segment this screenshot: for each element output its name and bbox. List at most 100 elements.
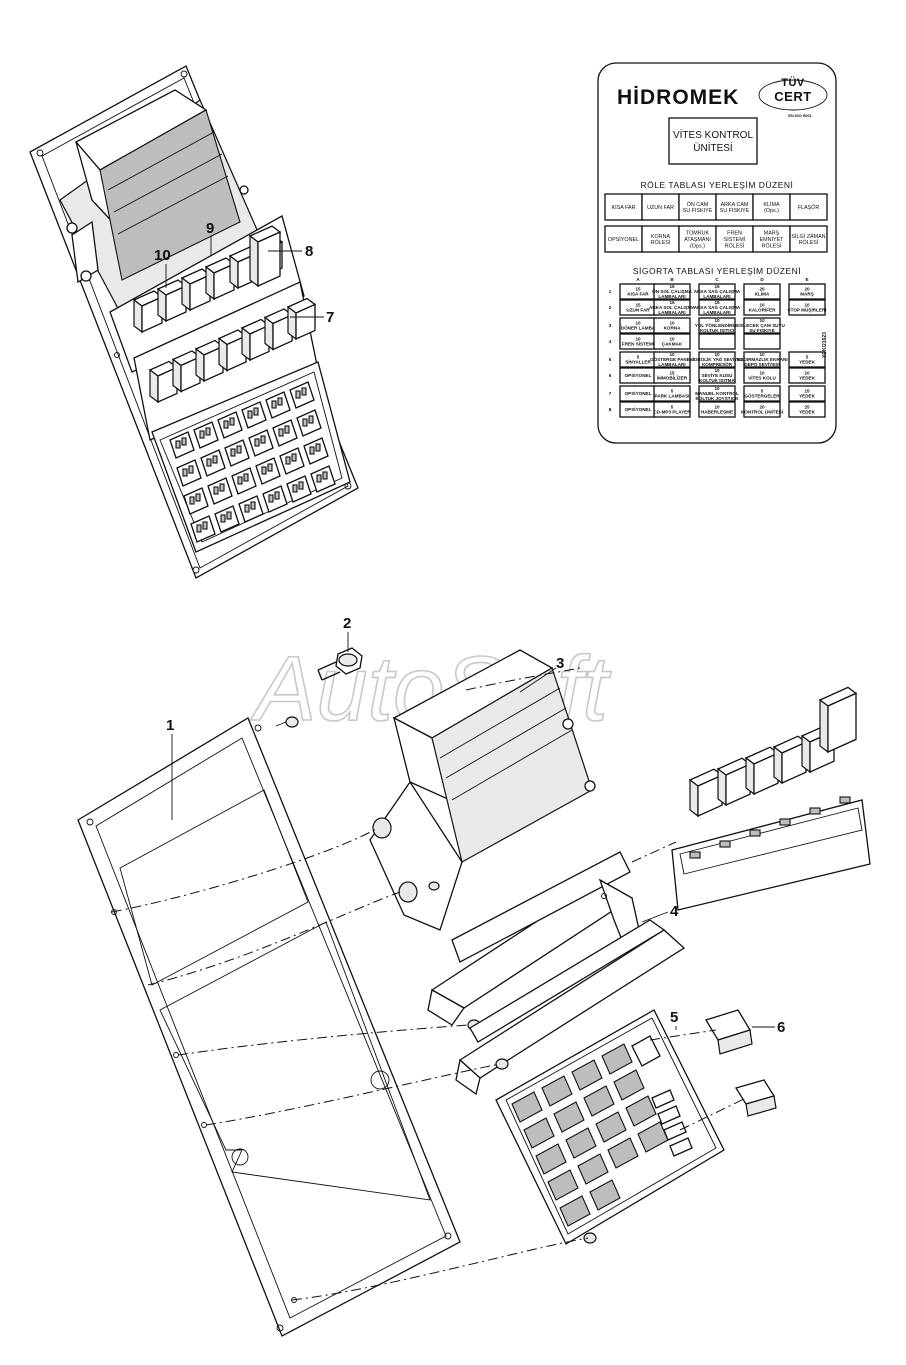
fuse-cell-label: 10 [669,352,675,357]
relay-cell [752,225,791,253]
relay-cell [641,193,680,221]
relay-cell-label: RÖLESİ [725,242,745,249]
assembled-relay [148,360,179,404]
callout-8: 8 [305,243,313,260]
fuse-cell-label: 5 [671,405,674,410]
fuse-cell [788,299,826,316]
fuse-cell [698,299,736,316]
assembled-fuse [296,409,322,437]
relay-socket-pin [839,796,851,804]
fuse-slot [523,1117,555,1149]
fuse-cell-label: ARKA SOL ÇALIŞMA [649,305,696,310]
relay-socket-pin [779,818,791,826]
fuse-cell-label: YEDEK [799,394,816,399]
fuse-cell-label: YOL YÖNLENDİRME [695,322,740,328]
fuse-cell-label: SEVİYE KUSU [702,372,734,378]
fuse-slot [511,1091,543,1123]
part-callouts: 1 2 3 4 5 6 7 8 9 10 [154,220,785,1036]
fuse-slot-small [663,1121,687,1141]
fuse-cell-label: LAMBALARI [703,310,730,315]
callout-6: 6 [777,1019,785,1036]
fuse-column-header: D [760,277,764,282]
fuse-row-number: 2 [609,305,612,310]
relay-cell [789,193,828,221]
assembled-fuse [241,401,267,429]
assembled-fuse [176,459,202,487]
assembled-fuse [303,437,329,465]
fuse-cell-label: LAMBALARI [703,294,730,299]
fuse-row-number: 8 [609,407,612,412]
assembled-fuse [193,421,219,449]
fuse-row-number: 4 [609,339,612,344]
fuse-cell [788,385,826,402]
part-2-bolt [317,647,363,681]
exploded-relay [716,757,752,807]
fuse-cell-label: VİTES KOLU [748,375,776,381]
label-card: HİDROMEK TÜV CERT EN ISO 9001 VİTES KONT… [597,62,837,444]
fuse-cell [788,367,826,384]
assembled-fuse [183,487,209,515]
fuse-cell-label: DEPO SEVİYESİ [744,361,779,367]
fuse-cell-label: 20 [759,287,765,292]
fuse-cell-label: 10 [714,352,720,357]
fuse-cell-empty [698,333,736,350]
fuse-cell-label: 10 [804,371,810,376]
fuse-cell-label: 15 [714,284,720,289]
relay-cell-label: ATAŞMANI [684,237,711,243]
fuse-cell-label: 10 [804,303,810,308]
assembled-fuse [214,505,240,533]
fuse-cell [698,385,736,402]
fuse-cell-label: 10 [714,368,720,373]
fuse-cell-label: KOLTUK JOYSTICK [695,396,739,401]
fuse-cell-label: ARKA SAĞ ÇALIŞMA [694,303,741,310]
fuse-cell-label: 15 [669,371,675,376]
relay-layout-title: RÖLE TABLASI YERLEŞİM DÜZENİ [641,180,794,190]
cert-top-text: TÜV [781,76,805,89]
relay-cell-label: KORNA [651,234,671,240]
assembled-fuse [262,485,288,513]
relay-cell-label: (Ops.) [690,243,705,249]
fuse-cell [698,317,736,334]
fuse-cell [788,401,826,418]
fuse-column-header: E [805,277,808,282]
assembled-fuse [279,447,305,475]
relay-cell-label: OPSİYONEL [608,236,639,243]
fuse-cell-label: YEDEK [799,376,816,381]
fuse-cell-label: KISA FAR [627,292,649,297]
relay-cell [715,225,754,253]
assembled-relay [286,297,317,341]
assembled-relay [194,339,225,383]
fuse-slot [583,1085,615,1117]
fuse-cell-label: SİNYALLER [625,359,651,365]
fuse-cell-label: 10 [635,337,641,342]
fuse-cell [743,367,781,384]
fuse-slot-small [657,1105,681,1125]
part-3-control-unit [369,649,596,931]
part-6-fuse-connector [705,1009,777,1117]
fuse-cell-label: 10 [714,318,720,323]
relay-cell-label: RÖLESİ [651,239,671,246]
fuse-cell-label: 15 [635,287,641,292]
part-5-bracket [455,919,686,1096]
fuse-slot [547,1169,579,1201]
fuse-cell-label: STOP MÜŞİRLERİ [788,307,827,313]
fuse-slot-large [631,1035,661,1067]
fuse-cell-label: 15 [635,303,641,308]
fuse-cell-label: SIZDIRMAZLIK EKRANI [736,357,787,362]
fuse-cell-label: GÖSTERGELER [744,393,780,399]
assembled-relay [240,318,271,362]
fuse-cell-label: 15 [804,389,810,394]
fuse-cell-label: ÖN SOL ÇALIŞMA [652,288,692,294]
fuse-cell-label: 5 [761,389,764,394]
exploded-relay [744,746,780,796]
relay-cell [715,193,754,221]
fuse-cell-label: KOMPRESÖR [702,361,733,367]
fuse-row-number: 6 [609,373,612,378]
fuse-cell [743,401,781,418]
fuse-cell-label: LAMBALARI [658,310,685,315]
fuse-cell [653,401,691,418]
assembled-fuse [224,439,250,467]
callout-3: 3 [556,655,564,672]
